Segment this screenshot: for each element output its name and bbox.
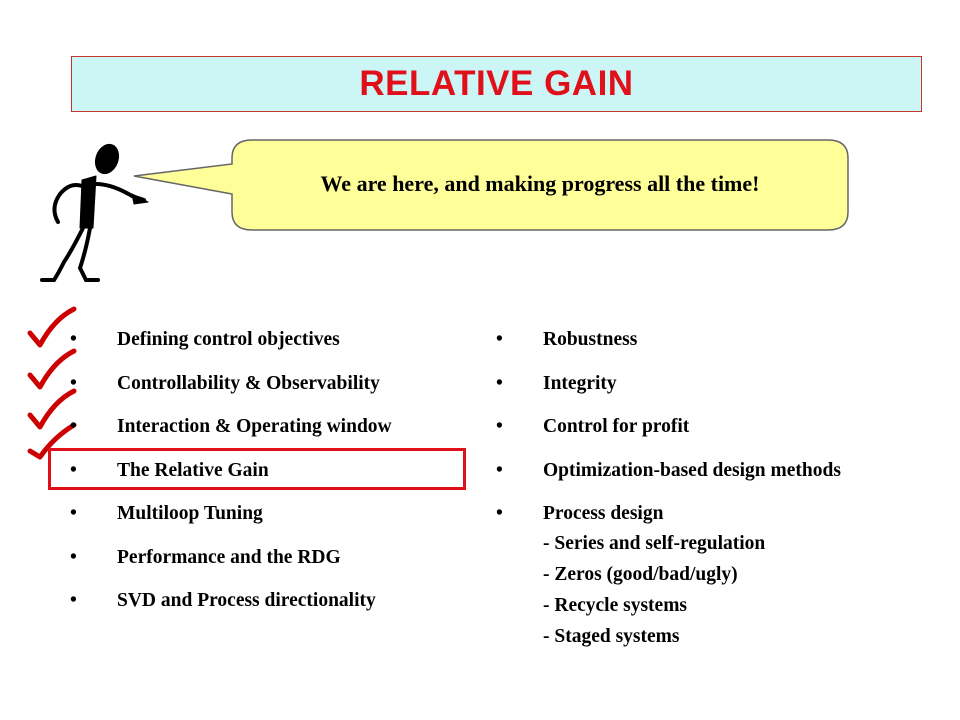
- topic-group: Process design - Series and self-regulat…: [543, 500, 765, 652]
- topic-label: Interaction & Operating window: [117, 416, 392, 437]
- topic-label: Control for profit: [543, 416, 690, 437]
- bullet: •: [70, 329, 77, 350]
- list-item: • Performance and the RDG: [70, 544, 470, 588]
- list-item: • Integrity: [496, 370, 936, 414]
- list-item: • Robustness: [496, 326, 936, 370]
- list-item: • Defining control objectives: [70, 326, 470, 370]
- bullet: •: [70, 372, 77, 394]
- title-banner: RELATIVE GAIN: [71, 56, 922, 112]
- bullet: •: [496, 372, 503, 394]
- upcoming-topics-list: • Robustness • Integrity • Control for p…: [496, 326, 936, 652]
- pointing-stick-figure-icon: [40, 143, 149, 282]
- bullet: •: [496, 329, 503, 350]
- slide-title: RELATIVE GAIN: [359, 64, 634, 103]
- topic-label: The Relative Gain: [117, 459, 269, 481]
- bullet: •: [70, 459, 77, 481]
- bullet: •: [496, 416, 503, 437]
- topic-label: Performance and the RDG: [117, 546, 341, 568]
- list-item: • SVD and Process directionality: [70, 587, 470, 631]
- topic-label: Multiloop Tuning: [117, 503, 263, 524]
- completed-topics-list: • Defining control objectives • Controll…: [70, 326, 470, 631]
- subtopic-label: - Series and self-regulation: [543, 533, 766, 554]
- topic-label: Robustness: [543, 329, 638, 350]
- topic-label: Process design: [543, 503, 664, 524]
- topic-label: Controllability & Observability: [117, 372, 380, 394]
- speech-bubble-text: We are here, and making progress all the…: [320, 171, 760, 196]
- bullet: •: [70, 590, 77, 611]
- subtopic-label: - Recycle systems: [543, 595, 688, 616]
- bullet: •: [70, 503, 77, 524]
- checkmarks: [27, 306, 77, 460]
- speech-bubble: [133, 139, 849, 231]
- bullet: •: [70, 416, 77, 437]
- list-item: • Controllability & Observability: [70, 370, 470, 414]
- list-item: • Interaction & Operating window: [70, 413, 470, 457]
- list-item: • Multiloop Tuning: [70, 500, 470, 544]
- topic-label: SVD and Process directionality: [117, 590, 376, 611]
- bullet: •: [496, 459, 503, 481]
- list-item: • Process design - Series and self-regul…: [496, 500, 936, 652]
- check-icon: [27, 306, 77, 348]
- check-icon: [27, 348, 77, 390]
- topic-label: Integrity: [543, 372, 617, 394]
- bullet: •: [70, 546, 77, 568]
- check-icon: [27, 422, 77, 460]
- check-icon: [27, 388, 77, 430]
- subtopic-label: - Staged systems: [543, 626, 680, 647]
- topic-label: Defining control objectives: [117, 329, 340, 350]
- list-item: • Control for profit: [496, 413, 936, 457]
- subtopic-label: - Zeros (good/bad/ugly): [543, 564, 738, 585]
- current-topic-highlight: [48, 448, 466, 490]
- list-item-current: • The Relative Gain: [70, 457, 470, 501]
- topic-label: Optimization-based design methods: [543, 459, 841, 481]
- list-item: • Optimization-based design methods: [496, 457, 936, 501]
- bullet: •: [496, 503, 503, 524]
